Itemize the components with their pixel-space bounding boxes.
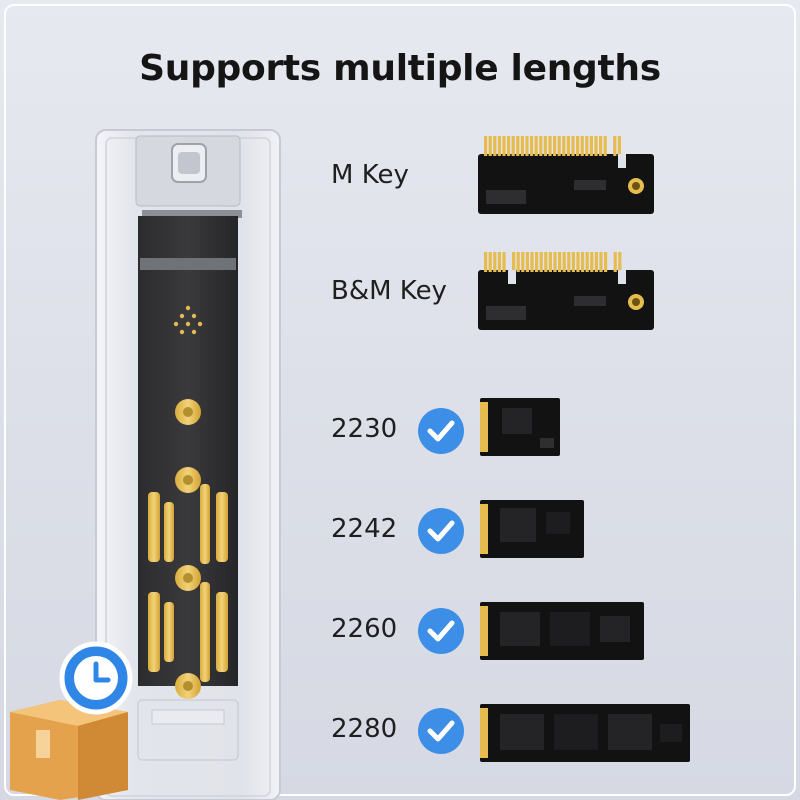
m-key-connector-image (478, 136, 654, 214)
ssd-2260-image (480, 602, 644, 660)
ssd-2242-image (480, 500, 584, 558)
ssd-2230-image (480, 398, 560, 456)
package-icon (10, 700, 128, 800)
image-frame (4, 4, 796, 796)
ssd-enclosure-image (95, 129, 281, 800)
package-clock-badge (10, 641, 133, 800)
bm-key-label: B&M Key (331, 276, 447, 306)
bm-key-connector-image (478, 252, 654, 330)
check-icon (418, 608, 464, 654)
page-title: Supports multiple lengths (139, 48, 661, 89)
ssd-2280-image (480, 704, 690, 762)
length-label-2230: 2230 (331, 414, 398, 444)
check-icon (418, 708, 464, 754)
length-label-2260: 2260 (331, 614, 398, 644)
clock-icon (59, 641, 133, 715)
length-label-2280: 2280 (331, 714, 398, 744)
length-label-2242: 2242 (331, 514, 398, 544)
m-key-label: M Key (331, 160, 409, 190)
check-icon (418, 508, 464, 554)
check-icon (418, 408, 464, 454)
